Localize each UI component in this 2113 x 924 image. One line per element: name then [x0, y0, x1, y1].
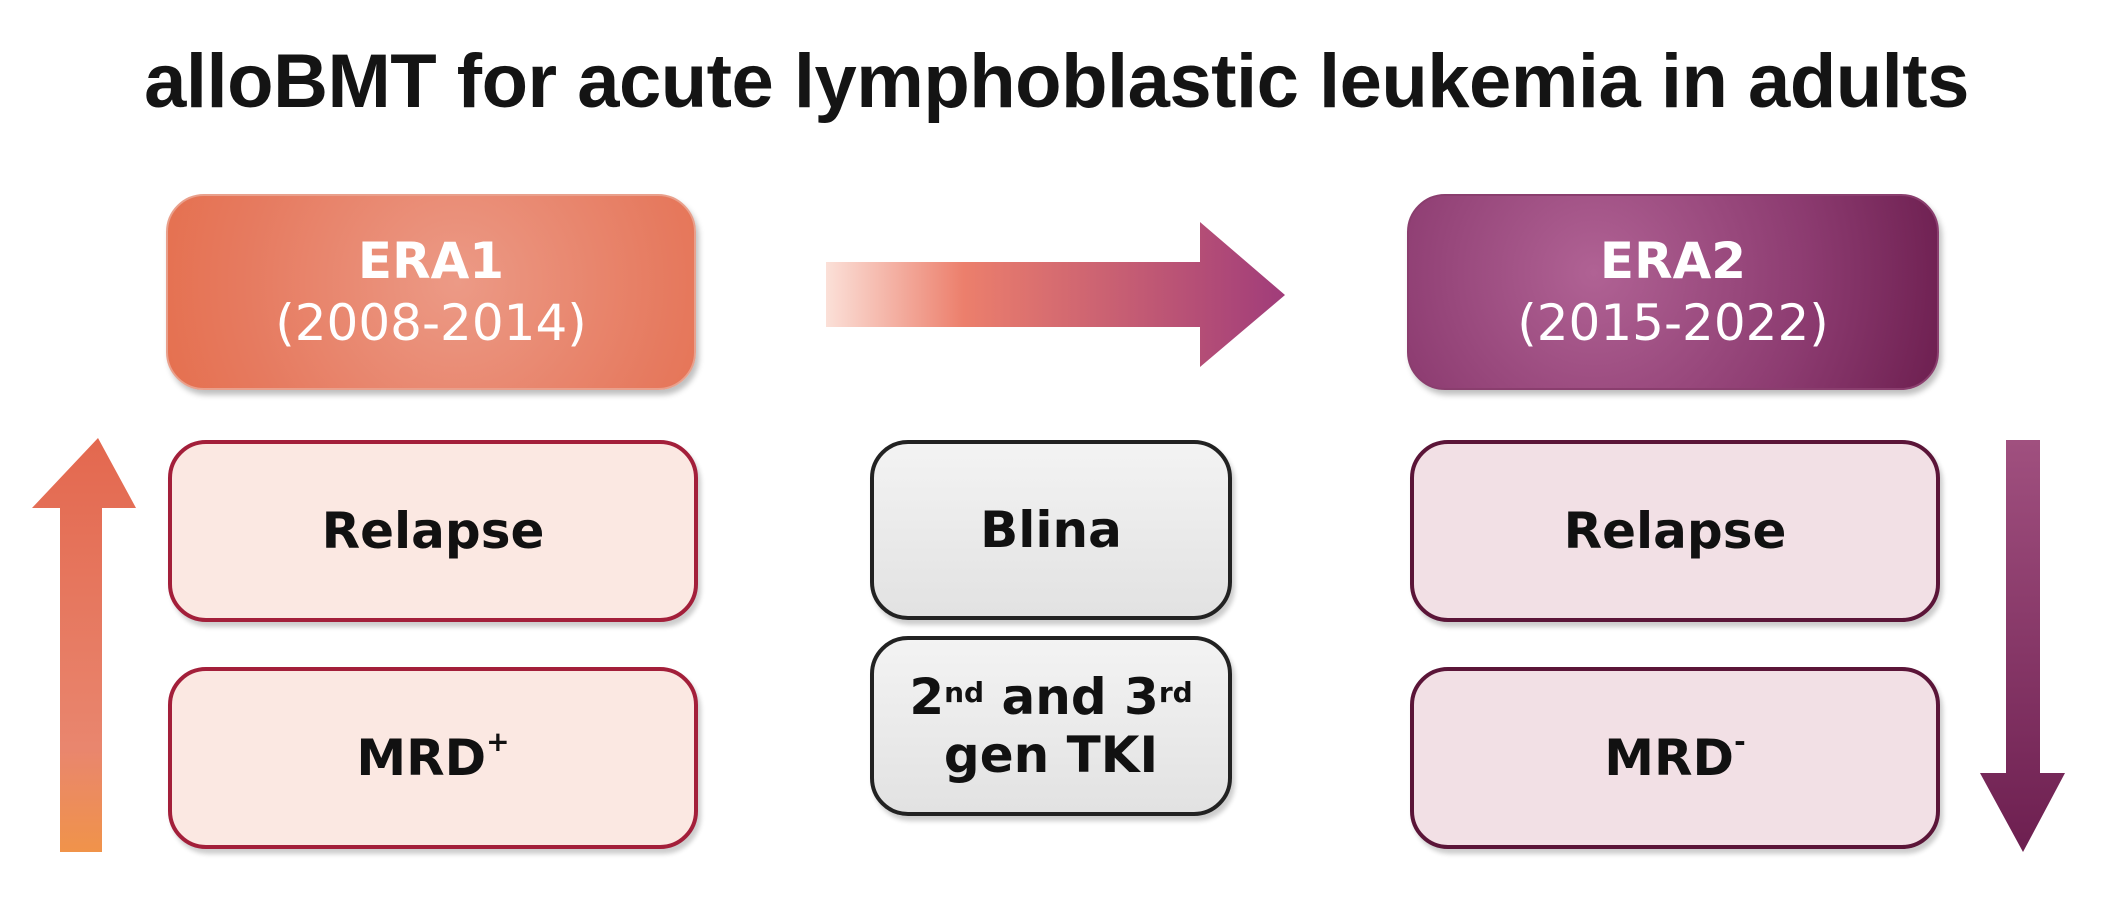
era2-box: ERA2 (2015-2022) — [1407, 194, 1939, 390]
tki-text-gen: gen TKI — [943, 726, 1159, 784]
arrow-right-icon — [826, 222, 1285, 367]
era1-years: (2008-2014) — [275, 294, 587, 352]
era1-box: ERA1 (2008-2014) — [166, 194, 696, 390]
era1-mrd-label: MRD — [356, 729, 487, 787]
tki-box: 2nd and 3rd gen TKI — [870, 636, 1232, 816]
tki-sup-nd: nd — [944, 676, 985, 709]
arrow-up-icon — [32, 438, 136, 852]
mrd-positive-sup: + — [486, 725, 510, 758]
diagram-title: alloBMT for acute lymphoblastic leukemia… — [144, 39, 1969, 124]
era1-relapse-label: Relapse — [321, 502, 545, 560]
era2-mrd-box: MRD- — [1410, 667, 1940, 849]
era1-name: ERA1 — [357, 232, 505, 290]
era1-relapse-box: Relapse — [168, 440, 698, 622]
era2-relapse-label: Relapse — [1563, 502, 1787, 560]
arrow-down-icon — [1980, 440, 2065, 852]
era2-relapse-box: Relapse — [1410, 440, 1940, 622]
tki-text-2: 2 — [909, 668, 945, 726]
blina-label: Blina — [980, 501, 1122, 559]
era2-years: (2015-2022) — [1517, 294, 1829, 352]
tki-text-3: and 3 — [984, 668, 1159, 726]
mrd-negative-sup: - — [1734, 725, 1746, 758]
tki-sup-rd: rd — [1158, 676, 1193, 709]
era1-mrd-box: MRD+ — [168, 667, 698, 849]
era2-mrd-label: MRD — [1604, 729, 1735, 787]
era2-name: ERA2 — [1599, 232, 1747, 290]
blina-box: Blina — [870, 440, 1232, 620]
